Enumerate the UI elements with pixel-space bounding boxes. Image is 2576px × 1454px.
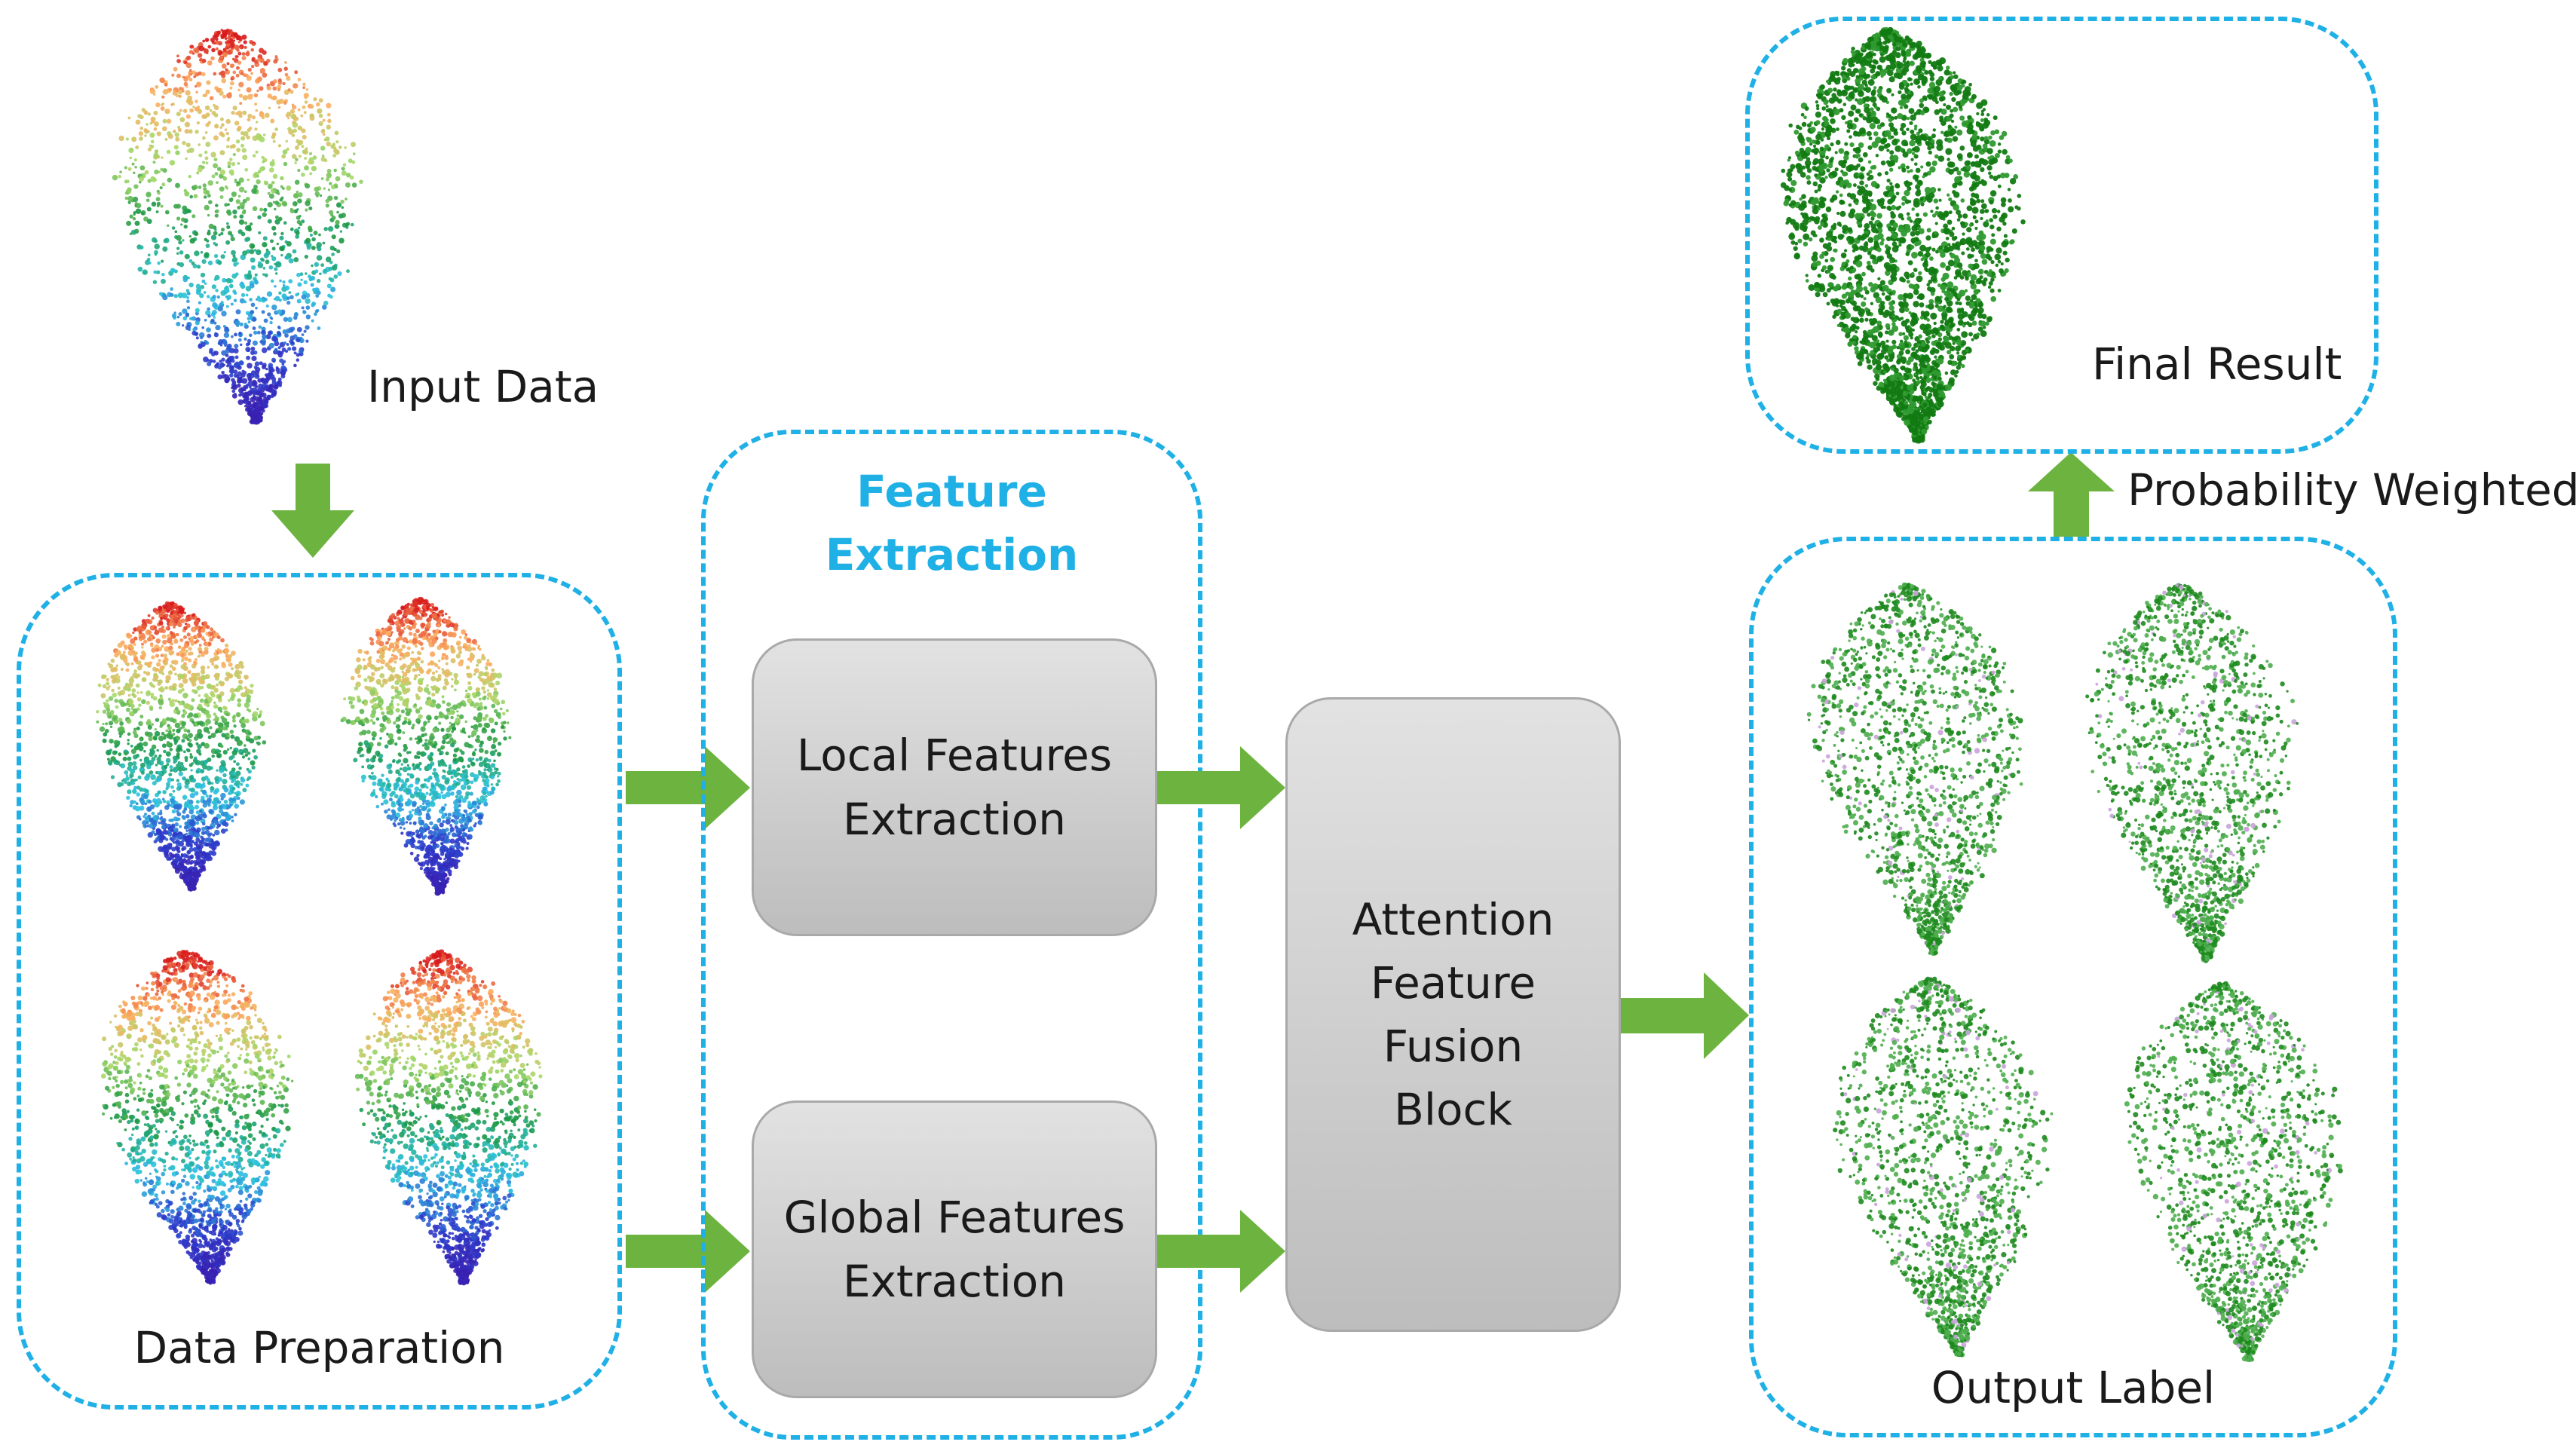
prep-point-cloud-4-icon [354,949,543,1286]
prep-point-cloud-3-icon [100,950,294,1285]
output-point-cloud-4-icon [2124,981,2343,1363]
flow-arrow-icon [626,1210,750,1293]
input-data-label: Input Data [367,361,599,412]
final-result-label: Final Result [2092,338,2342,390]
flow-arrow-icon [271,464,354,558]
feature-extraction-box [701,430,1202,1440]
attention-feature-fusion-block: Attention Feature Fusion Block [1285,697,1621,1332]
flow-arrow-icon [626,746,750,829]
prep-point-cloud-2-icon [340,596,512,896]
local-features-extraction-block: Local Features Extraction [752,638,1157,936]
output-point-cloud-2-icon [2085,583,2299,963]
output-point-cloud-3-icon [1833,976,2054,1358]
flow-arrow-icon [1157,1210,1285,1293]
output-label-text: Output Label [1931,1362,2216,1413]
feature-extraction-title: Feature Extraction [825,466,1079,581]
output-point-cloud-1-icon [1806,582,2023,957]
global-features-extraction-block: Global Features Extraction [752,1100,1157,1398]
local-features-label: Local Features Extraction [796,730,1113,845]
input-point-cloud-icon [112,29,363,425]
flow-arrow-icon [1157,746,1285,829]
probability-weighted-label: Probability Weighted [2127,464,2576,516]
data-preparation-box [17,573,622,1410]
flow-arrow-icon [2028,452,2115,537]
output-label-box [1749,537,2397,1437]
global-features-label: Global Features Extraction [783,1192,1126,1307]
prep-point-cloud-1-icon [96,601,267,892]
attention-block-label: Attention Feature Fusion Block [1352,893,1554,1136]
final-result-box [1745,17,2378,454]
flow-arrow-icon [1621,972,1749,1059]
data-preparation-label: Data Preparation [133,1322,505,1373]
final-point-cloud-icon [1780,26,2026,444]
